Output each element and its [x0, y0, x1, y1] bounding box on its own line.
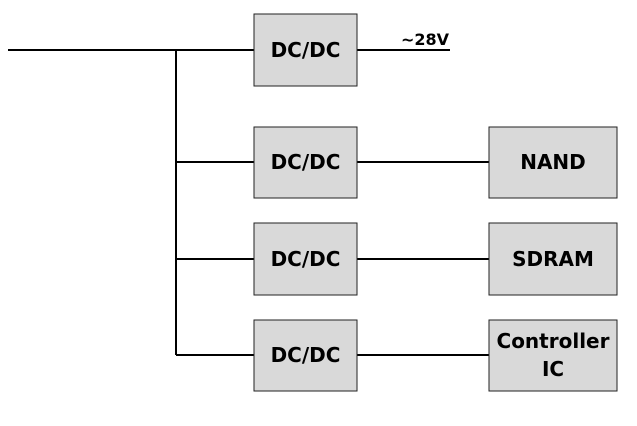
load-label: SDRAM: [512, 247, 594, 271]
load-label-line-2: IC: [542, 357, 564, 381]
load-box-sdram: SDRAM: [488, 222, 618, 296]
wires: [8, 49, 489, 356]
converter-box-3: DC/DC: [253, 222, 358, 296]
converter-box-1: DC/DC: [253, 13, 358, 87]
converter-box-2: DC/DC: [253, 126, 358, 199]
load-box-controller-ic: Controller IC: [488, 319, 618, 392]
load-box-nand: NAND: [488, 126, 618, 199]
load-label: NAND: [520, 150, 586, 174]
output-voltage-label: ~28V: [401, 30, 450, 49]
converter-box-4: DC/DC: [253, 319, 358, 392]
converter-label: DC/DC: [271, 150, 341, 174]
converter-label: DC/DC: [271, 343, 341, 367]
converter-label: DC/DC: [271, 247, 341, 271]
load-label-line-1: Controller: [497, 329, 610, 353]
converter-label: DC/DC: [271, 38, 341, 62]
